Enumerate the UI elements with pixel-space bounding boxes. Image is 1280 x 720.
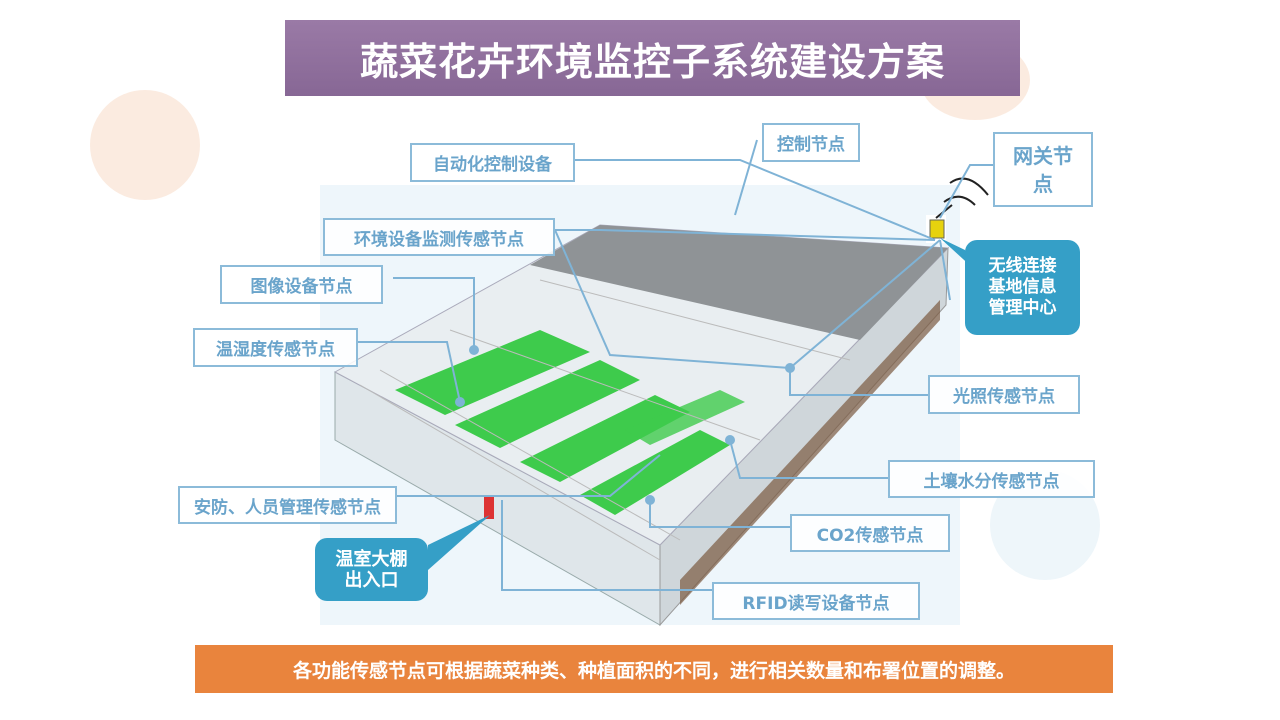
watermark-logo bbox=[90, 90, 200, 200]
page-title: 蔬菜花卉环境监控子系统建设方案 bbox=[285, 20, 1020, 96]
gateway-device-icon bbox=[929, 219, 945, 239]
greenhouse-roof bbox=[530, 225, 948, 340]
label-soil-moisture-node: 土壤水分传感节点 bbox=[888, 460, 1095, 498]
greenhouse-side-panels bbox=[680, 300, 940, 605]
label-rfid-node: RFID读写设备节点 bbox=[712, 582, 920, 620]
wireless-signal-icon bbox=[943, 195, 976, 206]
bubble-greenhouse-entrance: 温室大棚出入口 bbox=[315, 538, 428, 601]
label-light-node: 光照传感节点 bbox=[928, 375, 1080, 414]
label-auto-control-equipment: 自动化控制设备 bbox=[410, 143, 575, 182]
label-gateway-node: 网关节点 bbox=[993, 132, 1093, 207]
bubble-pointer bbox=[428, 515, 490, 570]
label-security-node: 安防、人员管理传感节点 bbox=[178, 486, 397, 524]
leader-lines bbox=[358, 139, 993, 591]
bubble-wireless-center: 无线连接基地信息管理中心 bbox=[965, 240, 1080, 335]
label-image-node: 图像设备节点 bbox=[220, 265, 383, 304]
label-env-monitor-node: 环境设备监测传感节点 bbox=[323, 218, 555, 256]
entrance-door bbox=[484, 497, 494, 519]
frame-lines bbox=[359, 279, 851, 561]
label-temp-humidity-node: 温湿度传感节点 bbox=[193, 328, 358, 367]
label-control-node: 控制节点 bbox=[762, 123, 860, 162]
footer-note: 各功能传感节点可根据蔬菜种类、种植面积的不同，进行相关数量和布署位置的调整。 bbox=[195, 645, 1113, 693]
crop-beds bbox=[395, 330, 745, 515]
wireless-signal-icon bbox=[949, 177, 989, 196]
sensor-node-markers bbox=[455, 345, 795, 505]
label-co2-node: CO2传感节点 bbox=[790, 514, 950, 552]
